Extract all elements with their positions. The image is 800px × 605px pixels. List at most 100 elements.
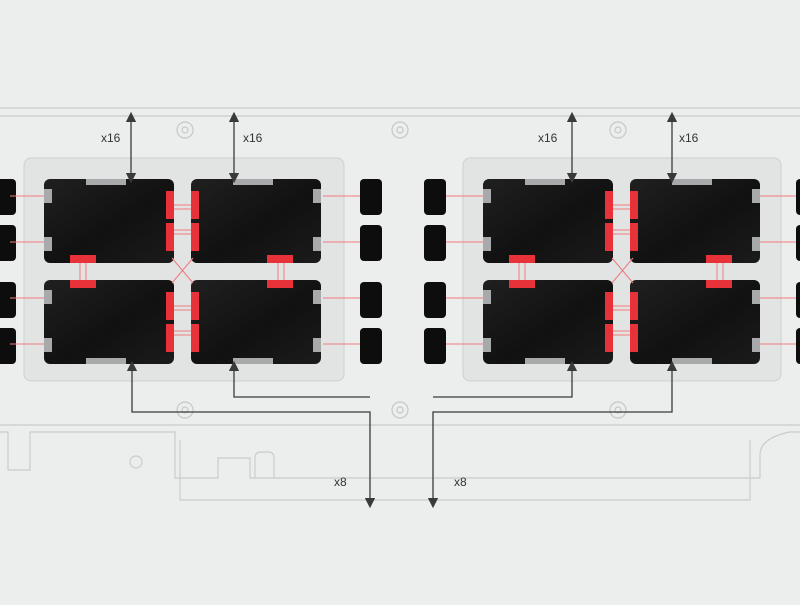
chip-host-port	[525, 358, 565, 364]
chip-side-port	[44, 237, 52, 251]
memory-module	[360, 179, 382, 215]
chip-vertical-port	[509, 255, 535, 263]
memory-module	[360, 225, 382, 261]
memory-module	[360, 328, 382, 364]
chip-link-port	[605, 191, 613, 219]
arrows	[125, 111, 678, 509]
chip-side-port	[483, 189, 491, 203]
chip-side-port	[313, 290, 321, 304]
chip-link-port	[630, 223, 638, 251]
chip-vertical-port	[70, 280, 96, 288]
memory-module	[0, 225, 16, 261]
chip-link-port	[630, 324, 638, 352]
chip-side-port	[44, 189, 52, 203]
bottom-path-left-outer	[126, 360, 376, 509]
memory-module	[424, 282, 446, 318]
memory-module	[796, 179, 800, 215]
label-top-right-b: x16	[679, 131, 699, 145]
chip-link-port	[166, 292, 174, 320]
chip-link-port	[191, 191, 199, 219]
chip-link	[611, 257, 634, 284]
chip-body	[191, 179, 321, 263]
chip-link-port	[605, 223, 613, 251]
chip-host-port	[672, 358, 712, 364]
chip-link-port	[191, 223, 199, 251]
chip-side-port	[483, 237, 491, 251]
chip-link	[171, 257, 194, 284]
chips	[44, 179, 760, 364]
chip-side-port	[44, 338, 52, 352]
chip-link-port	[166, 223, 174, 251]
chip-vertical-port	[267, 255, 293, 263]
chip-host-port	[86, 179, 126, 185]
chip-vertical-port	[706, 280, 732, 288]
chip-right-bot-left	[483, 280, 613, 364]
chip-body	[483, 179, 613, 263]
chip-side-port	[752, 237, 760, 251]
chip-link-port	[191, 324, 199, 352]
chip-host-port	[86, 358, 126, 364]
chip-link-port	[166, 324, 174, 352]
label-bottom-right: x8	[454, 475, 467, 489]
memory-module	[424, 225, 446, 261]
label-bottom-left: x8	[334, 475, 347, 489]
chip-side-port	[752, 290, 760, 304]
memory-module	[796, 328, 800, 364]
label-top-left-a: x16	[101, 131, 121, 145]
chip-side-port	[752, 189, 760, 203]
chip-link-port	[630, 191, 638, 219]
chip-left-bot-left	[44, 280, 174, 364]
memory-module	[0, 179, 16, 215]
chip-link-port	[191, 292, 199, 320]
chip-side-port	[752, 338, 760, 352]
mounting-hole-icon	[176, 401, 194, 419]
memory-module	[0, 282, 16, 318]
chip-body	[630, 179, 760, 263]
mounting-hole-icon	[609, 121, 627, 139]
chip-right-bot-right	[630, 280, 760, 364]
chip-left-bot-right	[191, 280, 321, 364]
chip-link-port	[166, 191, 174, 219]
memory-module	[0, 328, 16, 364]
label-top-right-a: x16	[538, 131, 558, 145]
chip-side-port	[483, 290, 491, 304]
chip-host-port	[233, 179, 273, 185]
chip-body	[44, 280, 174, 364]
chip-link-port	[605, 292, 613, 320]
chip-left-top-left	[44, 179, 174, 263]
memory-module	[796, 225, 800, 261]
chip-side-port	[313, 338, 321, 352]
chip-link-port	[630, 292, 638, 320]
chip-host-port	[525, 179, 565, 185]
memory-module	[424, 328, 446, 364]
mounting-hole-icon	[391, 121, 409, 139]
chip-vertical-port	[509, 280, 535, 288]
mounting-hole-icon	[176, 121, 194, 139]
mounting-hole-icon	[609, 401, 627, 419]
memory-module	[424, 179, 446, 215]
chip-body	[483, 280, 613, 364]
chip-body	[630, 280, 760, 364]
side-modules	[0, 179, 800, 364]
chip-vertical-port	[267, 280, 293, 288]
chip-vertical-port	[70, 255, 96, 263]
bottom-path-left-inner	[228, 360, 370, 398]
chip-host-port	[233, 358, 273, 364]
label-top-left-b: x16	[243, 131, 263, 145]
bottom-path-right-inner	[433, 360, 578, 398]
chip-side-port	[483, 338, 491, 352]
chip-left-top-right	[191, 179, 321, 263]
chip-side-port	[44, 290, 52, 304]
bottom-path-right-outer	[427, 360, 678, 509]
memory-module	[360, 282, 382, 318]
chip-body	[44, 179, 174, 263]
chip-vertical-port	[706, 255, 732, 263]
chip-host-port	[672, 179, 712, 185]
memory-module	[796, 282, 800, 318]
chip-side-port	[313, 237, 321, 251]
chip-side-port	[313, 189, 321, 203]
chip-right-top-left	[483, 179, 613, 263]
chip-body	[191, 280, 321, 364]
